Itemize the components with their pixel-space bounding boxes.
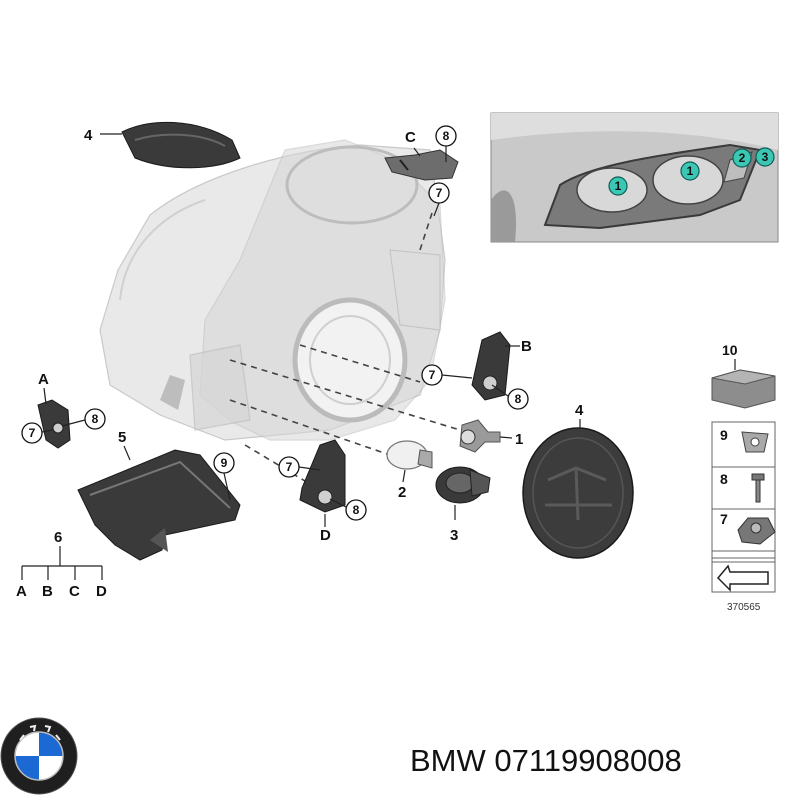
label-6: 6 (54, 529, 62, 546)
kit-tree-6: 6 A B C D (16, 529, 107, 600)
tree-a: A (16, 583, 27, 600)
bracket-a: A 7 8 (21, 371, 106, 449)
part-4-disc-cover: 4 (522, 402, 634, 559)
svg-text:9: 9 (221, 456, 228, 470)
svg-text:2: 2 (739, 151, 746, 165)
svg-text:7: 7 (436, 186, 443, 200)
tree-c: C (69, 583, 80, 600)
callout-7-a (21, 422, 43, 444)
inset-marker-1a: 1 (608, 176, 628, 196)
label-2: 2 (398, 484, 406, 501)
bmw-logo (0, 717, 78, 795)
label-1: 1 (515, 431, 523, 448)
part-3-socket: 3 (435, 466, 491, 544)
callout-8-b (507, 388, 529, 410)
svg-text:7: 7 (29, 426, 36, 440)
label-d: D (320, 527, 331, 544)
label-4-disc: 4 (575, 402, 584, 419)
callout-8-a (84, 408, 106, 430)
label-c: C (405, 129, 416, 146)
part-1-bulb: 1 (459, 419, 523, 453)
bracket-c: C 8 7 (384, 125, 459, 217)
label-4-top: 4 (84, 127, 93, 144)
label-3: 3 (450, 527, 458, 544)
part-number-text: BMW 07119908008 (410, 743, 682, 778)
svg-text:8: 8 (443, 129, 450, 143)
table-label-9: 9 (720, 427, 728, 443)
svg-text:7: 7 (429, 368, 436, 382)
table-label-7: 7 (720, 511, 728, 527)
parts-table: 10 9 8 7 370565 (711, 342, 776, 613)
label-5: 5 (118, 429, 126, 446)
svg-text:3: 3 (762, 150, 769, 164)
inset-marker-3: 3 (755, 147, 775, 167)
part-5-lower-cover: 5 9 (77, 429, 241, 561)
tree-d: D (96, 583, 107, 600)
svg-text:7: 7 (286, 460, 293, 474)
headlight-housing (99, 139, 446, 441)
label-a: A (38, 371, 49, 388)
inset-marker-2: 2 (732, 148, 752, 168)
table-label-10: 10 (722, 342, 738, 358)
bracket-d: 7 8 D (278, 439, 367, 544)
part-2-bulb: 2 (386, 440, 433, 501)
diagram-number: 370565 (727, 602, 761, 613)
bracket-b: B 7 8 (421, 331, 532, 410)
svg-text:1: 1 (615, 179, 622, 193)
part-4-cover-cap: 4 (84, 121, 241, 169)
svg-text:8: 8 (92, 412, 99, 426)
label-b: B (521, 338, 532, 355)
assembly-lines (229, 212, 461, 491)
tree-b: B (42, 583, 53, 600)
table-label-8: 8 (720, 471, 728, 487)
svg-text:1: 1 (687, 164, 694, 178)
callout-8-d (345, 499, 367, 521)
inset-marker-1b: 1 (680, 161, 700, 181)
svg-text:8: 8 (353, 503, 360, 517)
svg-text:8: 8 (515, 392, 522, 406)
inset-car-photo: 1 1 2 3 (490, 112, 779, 243)
